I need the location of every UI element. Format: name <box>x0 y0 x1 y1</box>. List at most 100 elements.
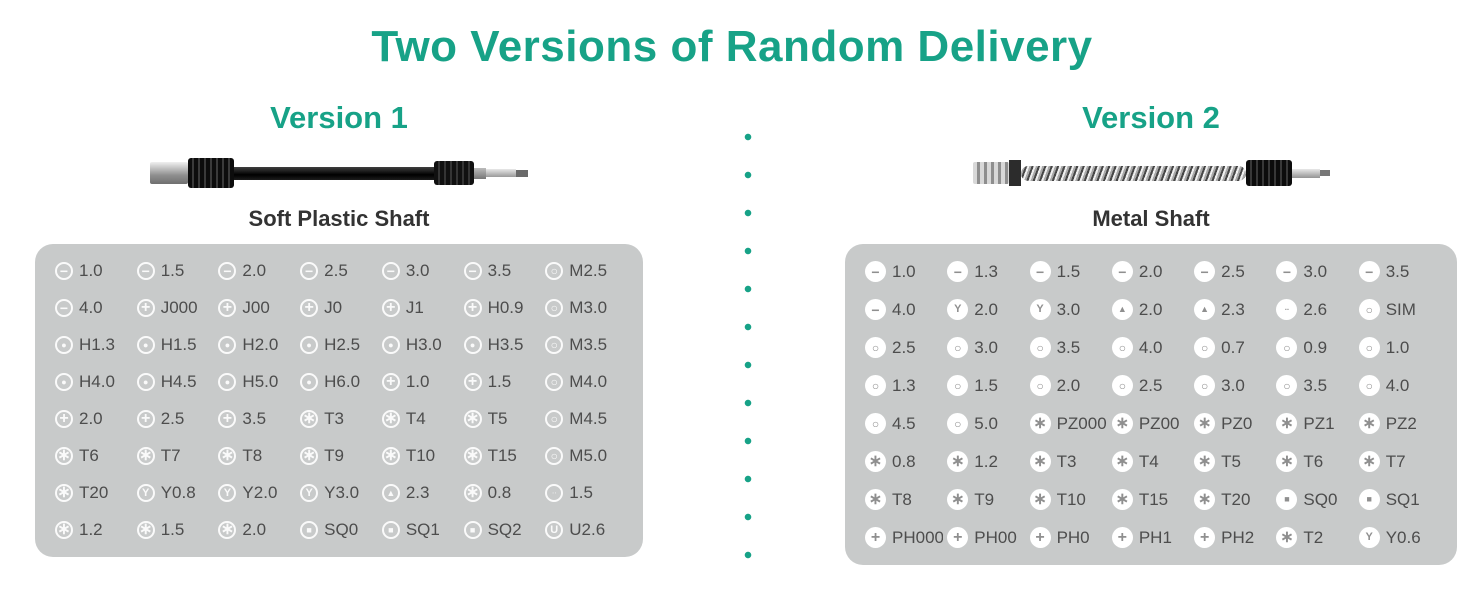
bit-item: ●H2.5 <box>300 335 378 355</box>
bit-item: +J1 <box>381 298 460 318</box>
bit-item: ∗T7 <box>136 446 215 466</box>
square-icon: ■ <box>1358 489 1380 510</box>
bit-item: −2.5 <box>1194 261 1272 282</box>
hex-icon: ● <box>136 373 155 391</box>
bit-item: ∗T10 <box>381 446 460 466</box>
bit-label: PZ00 <box>1138 413 1180 433</box>
bit-label: Y2.0 <box>242 483 278 502</box>
ring-icon: ○ <box>1194 375 1216 396</box>
bit-label: 1.0 <box>1385 337 1410 357</box>
square-icon: ■ <box>463 521 482 539</box>
shaft-ring <box>1008 160 1021 186</box>
bit-item: ■SQ1 <box>381 520 460 540</box>
bit-item: ○5.0 <box>947 413 1025 434</box>
bit-item: ○3.0 <box>947 337 1025 358</box>
bit-label: 4.0 <box>1385 375 1410 395</box>
ring-icon: ○ <box>1358 375 1380 396</box>
bit-item: ∙∙1.5 <box>545 483 623 503</box>
bit-item: ▲2.0 <box>1111 299 1190 320</box>
bit-label: H4.0 <box>79 372 115 391</box>
ring-icon: ○ <box>947 337 969 358</box>
bit-label: M3.0 <box>569 298 608 317</box>
bit-label: 2.5 <box>160 409 185 428</box>
ring-icon: ○ <box>947 375 969 396</box>
bit-item: ∙∙2.6 <box>1276 299 1354 320</box>
bit-item: +PH00 <box>947 527 1025 548</box>
shaft-tube <box>234 166 434 180</box>
bit-label: J1 <box>405 298 424 317</box>
bit-item: −3.0 <box>381 261 460 281</box>
bit-item: ∗T20 <box>55 483 133 503</box>
bit-label: 1.2 <box>974 451 998 471</box>
bit-item: ∗PZ2 <box>1358 413 1437 434</box>
bit-item: ∗PZ1 <box>1276 413 1354 434</box>
hex-icon: ● <box>218 336 237 354</box>
bit-label: 1.5 <box>487 372 512 391</box>
bit-item: ∗T9 <box>947 489 1025 510</box>
bit-label: Y3.0 <box>324 483 360 502</box>
bit-item: ○1.5 <box>947 375 1025 396</box>
torx-icon: ∗ <box>1111 489 1133 510</box>
ring-icon: ○ <box>1276 337 1298 358</box>
bit-item: ▲2.3 <box>1194 299 1272 320</box>
bit-item: ∗T15 <box>463 446 542 466</box>
hex-icon: ● <box>300 373 319 391</box>
torx-icon: ∗ <box>463 410 482 428</box>
bit-label: PZ1 <box>1303 413 1335 433</box>
bit-label: PZ0 <box>1221 413 1253 433</box>
bit-label: 3.0 <box>1056 299 1081 319</box>
slot-icon: − <box>463 262 482 280</box>
bit-label: 0.8 <box>892 451 916 471</box>
torx-icon: ∗ <box>1276 451 1298 472</box>
bit-label: 3.0 <box>405 261 430 280</box>
bit-item: ●H1.5 <box>136 335 215 355</box>
bit-item: −1.3 <box>947 261 1025 282</box>
tri_wing-icon: Y <box>1358 527 1380 548</box>
page-title: Two Versions of Random Delivery <box>371 22 1093 71</box>
bit-label: 2.6 <box>1303 299 1328 319</box>
bit-item: +J00 <box>218 298 296 318</box>
bit-label: H3.0 <box>405 335 442 354</box>
bit-label: 4.0 <box>79 298 103 317</box>
bit-label: 2.5 <box>1138 375 1163 395</box>
bit-label: 1.5 <box>1056 261 1081 281</box>
bit-label: 2.0 <box>79 409 103 428</box>
bit-label: T6 <box>79 446 99 465</box>
slot-icon: − <box>1358 261 1380 282</box>
version-1-bits-grid: −1.0−1.5−2.0−2.5−3.0−3.5○M2.5−4.0+J000+J… <box>55 261 623 540</box>
ring-icon: ○ <box>865 413 886 434</box>
bit-item: ∗ T6 <box>55 446 133 466</box>
shaft-collar <box>188 158 234 188</box>
shaft-tip <box>1291 168 1320 178</box>
bit-item: ○1.0 <box>1358 337 1437 358</box>
bit-label: 3.0 <box>1303 261 1328 281</box>
dots-icon: ∙∙ <box>1276 299 1298 320</box>
bit-label: T5 <box>487 409 508 428</box>
bit-item: −1.0 <box>55 261 133 281</box>
bit-label: SQ1 <box>405 520 440 539</box>
hex-icon: ● <box>300 336 319 354</box>
bit-item: ∗0.8 <box>463 483 542 503</box>
bit-item: ∗T4 <box>1111 451 1190 472</box>
bit-label: 1.5 <box>160 261 185 280</box>
bit-label: 1.3 <box>974 261 998 281</box>
bit-label: PH000 <box>892 527 944 547</box>
bit-item: +H0.9 <box>463 298 542 318</box>
bit-label: PZ2 <box>1385 413 1417 433</box>
cross-icon: + <box>1111 527 1133 548</box>
bit-label: 1.5 <box>569 483 593 502</box>
bit-label: T7 <box>1385 451 1406 471</box>
bit-label: 0.7 <box>1221 337 1245 357</box>
bit-item: ∗1.5 <box>136 520 215 540</box>
metal-shaft-image <box>845 146 1457 200</box>
phillips-icon: + <box>136 410 155 428</box>
square-icon: ■ <box>1276 489 1298 510</box>
torx-icon: ∗ <box>55 447 73 465</box>
bit-item: ∗ T5 <box>463 409 542 429</box>
phillips-icon: + <box>463 299 482 317</box>
phillips-icon: + <box>300 299 319 317</box>
bit-item: ∗PZ000 <box>1029 413 1108 434</box>
